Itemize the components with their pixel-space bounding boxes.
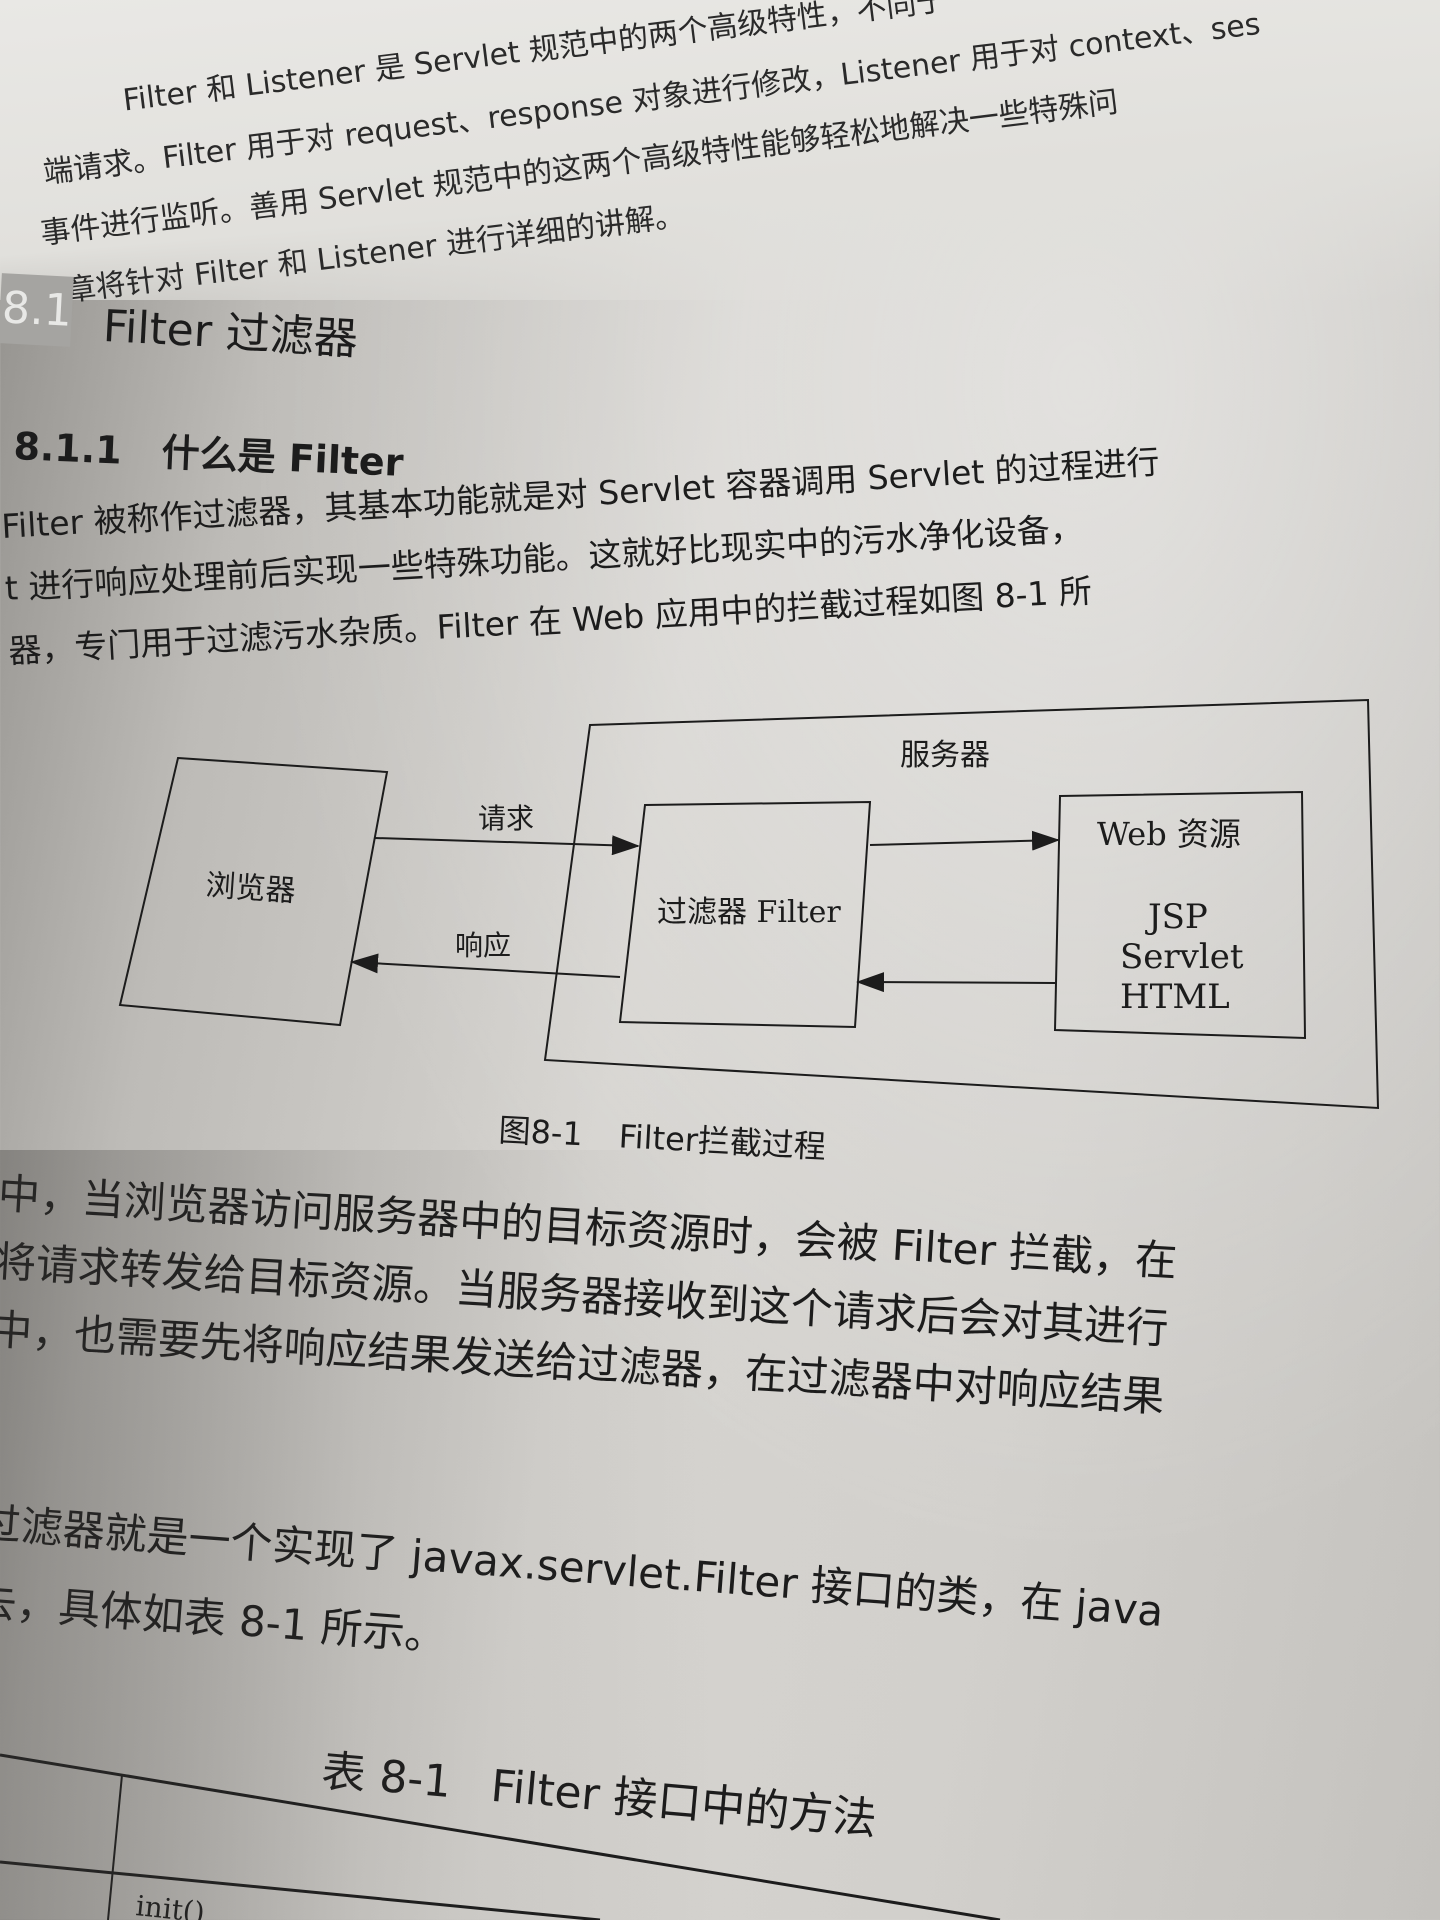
web-resource-item: Servlet xyxy=(1120,937,1244,977)
browser-label: 浏览器 xyxy=(204,868,296,909)
table-number: 表 8-1 xyxy=(319,1745,454,1809)
forward-arrow xyxy=(869,830,1060,851)
request-arrow xyxy=(374,835,640,856)
filter-label: 过滤器 Filter xyxy=(657,895,841,930)
page-top xyxy=(0,0,1440,300)
web-resource-title: Web 资源 xyxy=(1097,815,1241,853)
server-box xyxy=(543,698,1380,1110)
figure-title: Filter拦截过程 xyxy=(617,1117,827,1167)
response-arrow xyxy=(350,953,621,978)
table-first-cell: init() xyxy=(134,1889,206,1920)
browser-box xyxy=(118,756,389,1027)
table-column-border xyxy=(107,1774,123,1920)
web-resource-item: HTML xyxy=(1120,977,1230,1017)
server-label: 服务器 xyxy=(900,738,990,773)
response-label: 响应 xyxy=(455,929,511,962)
figure-number: 图8-1 xyxy=(497,1110,584,1154)
return-arrow xyxy=(856,972,1056,993)
web-resource-item: JSP xyxy=(1145,897,1208,937)
request-label: 请求 xyxy=(478,802,534,835)
table-top-border xyxy=(0,1753,1001,1920)
web-resource-box xyxy=(1053,790,1307,1040)
table-row-border xyxy=(0,1860,601,1920)
filter-box xyxy=(618,800,872,1029)
